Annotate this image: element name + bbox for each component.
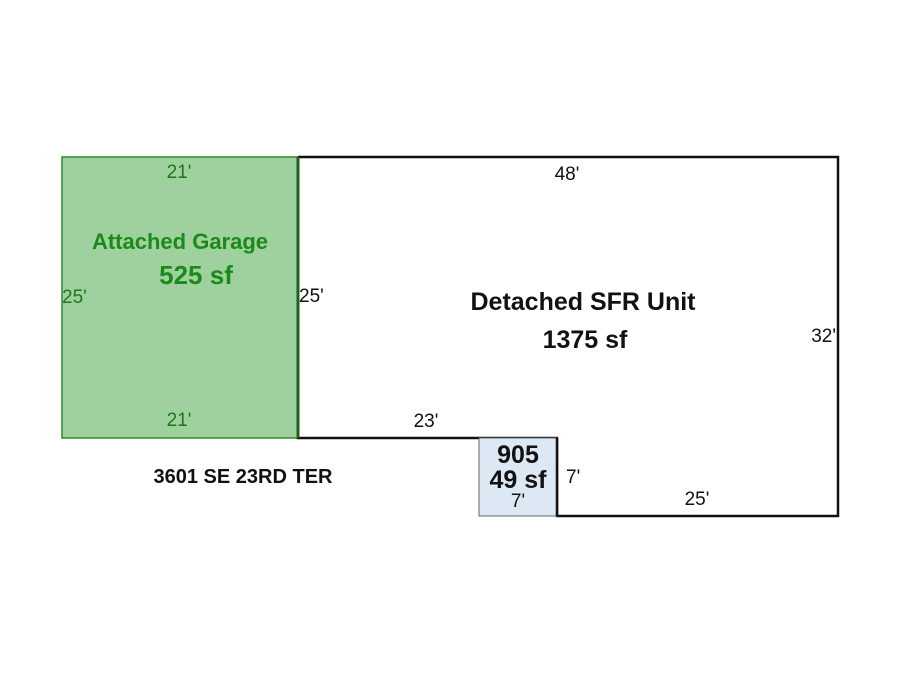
small-area-size: 49 sf <box>490 466 548 494</box>
small-area-bottom-dimension: 7' <box>511 491 525 512</box>
address-label: 3601 SE 23RD TER <box>154 466 334 488</box>
garage-area-label: 525 sf <box>159 260 233 290</box>
main-right-dimension: 32' <box>811 326 836 347</box>
main-bottom-left-dimension: 23' <box>414 411 439 432</box>
garage-right-dimension: 25' <box>299 286 324 307</box>
garage-top-dimension: 21' <box>167 162 192 183</box>
main-bottom-right-dimension: 25' <box>685 489 710 510</box>
main-unit-title: Detached SFR Unit <box>470 288 696 316</box>
small-area-code: 905 <box>497 441 539 469</box>
garage-left-dimension: 25' <box>62 287 87 308</box>
garage-bottom-dimension: 21' <box>167 410 192 431</box>
main-top-dimension: 48' <box>555 164 580 185</box>
notch-dimension: 7' <box>566 467 580 488</box>
garage-area[interactable] <box>61 156 299 439</box>
small-area-905[interactable] <box>478 437 558 517</box>
garage-title: Attached Garage <box>92 229 268 254</box>
main-unit-area: 1375 sf <box>543 326 628 354</box>
